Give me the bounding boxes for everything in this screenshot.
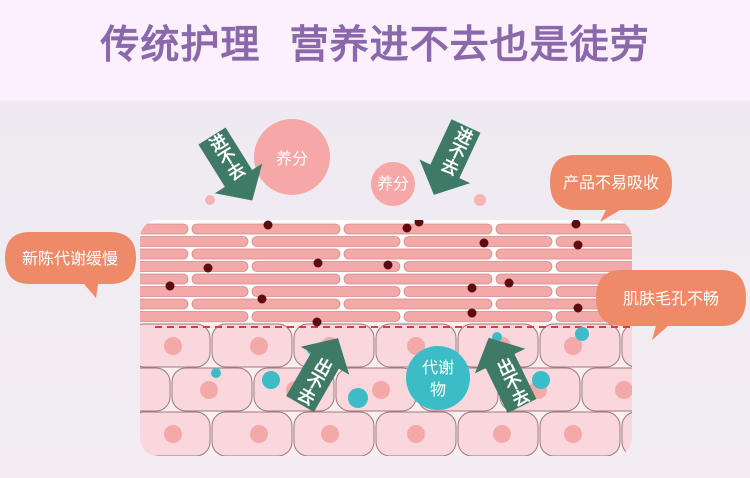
cell-nucleus	[164, 425, 182, 443]
callout-clogged-pores: 肌肤毛孔不畅	[596, 270, 746, 340]
metabolite-particle	[532, 371, 550, 389]
skin-cell	[140, 367, 171, 412]
impurity-dot	[573, 240, 583, 250]
nutrient-bubble-small: 养分	[371, 162, 415, 206]
metabolite-particle	[348, 388, 368, 408]
cell-nucleus	[407, 337, 425, 355]
impurity-dot	[203, 263, 213, 273]
impurity-dot	[467, 283, 477, 293]
cell-nucleus	[321, 425, 339, 443]
nutrient-label: 养分	[377, 174, 409, 193]
stratum-cell	[251, 236, 401, 247]
cell-nucleus	[114, 381, 132, 399]
callout-text: 产品不易吸收	[563, 173, 659, 192]
cell-nucleus	[564, 425, 582, 443]
impurity-dot	[263, 220, 273, 230]
metabolite-label: 物	[430, 380, 446, 399]
cell-nucleus	[650, 425, 668, 443]
stratum-cell	[495, 248, 632, 260]
stratum-cell	[403, 261, 553, 272]
stratum-cell	[343, 298, 493, 310]
stratum-cell	[403, 311, 553, 322]
skin-section	[114, 220, 750, 456]
impurity-dot	[165, 281, 175, 291]
cell-nucleus	[615, 381, 632, 399]
cell-nucleus	[200, 381, 218, 399]
stratum-cell	[343, 273, 493, 285]
nutrient-bubble-large: 养分	[254, 119, 330, 195]
arrow-icon	[286, 338, 350, 412]
impurity-dot	[402, 223, 412, 233]
callout-poor-absorption: 产品不易吸收	[550, 155, 672, 222]
metabolite-particle	[262, 371, 280, 389]
cell-nucleus	[164, 337, 182, 355]
nutrient-particle	[205, 195, 215, 205]
cell-nucleus	[407, 425, 425, 443]
metabolite-label: 代谢	[422, 358, 454, 377]
skin-cell	[621, 411, 632, 456]
impurity-dot	[573, 303, 583, 313]
metabolite-bubble: 代谢 物	[406, 346, 470, 410]
stratum-cell	[648, 224, 750, 234]
stratum-cell	[403, 236, 553, 247]
blocked-in-arrow: 进不去	[419, 119, 481, 195]
callout-text: 新陈代谢缓慢	[22, 249, 118, 268]
stratum-cell	[140, 236, 249, 247]
nutrient-particle	[474, 194, 486, 206]
cell-nucleus	[250, 337, 268, 355]
impurity-dot	[504, 278, 514, 288]
stratum-cell	[495, 223, 632, 235]
cell-nucleus	[372, 381, 390, 399]
impurity-dot	[467, 308, 477, 318]
stratum-cell	[555, 236, 632, 247]
stratum-cell	[140, 223, 189, 235]
metabolite-particle	[211, 368, 221, 378]
callout-text: 肌肤毛孔不畅	[623, 289, 719, 308]
stratum-cell	[140, 248, 189, 260]
impurity-dot	[479, 238, 489, 248]
stratum-cell	[191, 248, 341, 260]
stratum-cell	[140, 298, 189, 310]
stratum-cell	[251, 286, 401, 297]
impurity-dot	[257, 294, 267, 304]
skin-cell-layer	[114, 323, 668, 456]
metabolite-particle	[575, 327, 589, 341]
cell-nucleus	[250, 425, 268, 443]
arrow-icon	[474, 337, 537, 414]
cell-nucleus	[564, 337, 582, 355]
stratum-cell	[648, 249, 750, 259]
stratum-cell	[251, 261, 401, 272]
nutrient-label: 养分	[276, 149, 308, 168]
impurity-dot	[312, 317, 322, 327]
arrow-icon	[419, 119, 481, 195]
stratum-cell	[140, 273, 189, 285]
impurity-dot	[414, 220, 424, 227]
impurity-dot	[383, 260, 393, 270]
cell-nucleus	[650, 337, 668, 355]
impurity-dot	[571, 220, 581, 229]
stratum-cell	[251, 311, 401, 322]
stratum-cell	[140, 311, 249, 322]
page-title: 传统护理 营养进不去也是徒劳	[100, 23, 650, 68]
skin-cell	[621, 323, 632, 368]
stratum-cell	[343, 248, 493, 260]
callout-slow-metabolism: 新陈代谢缓慢	[5, 232, 136, 298]
stratum-cell	[191, 273, 341, 285]
stratum-cell	[403, 286, 553, 297]
arrow-icon	[198, 127, 263, 201]
cell-nucleus	[493, 425, 511, 443]
impurity-dot	[313, 258, 323, 268]
stratum-corneum-layer	[140, 223, 750, 322]
